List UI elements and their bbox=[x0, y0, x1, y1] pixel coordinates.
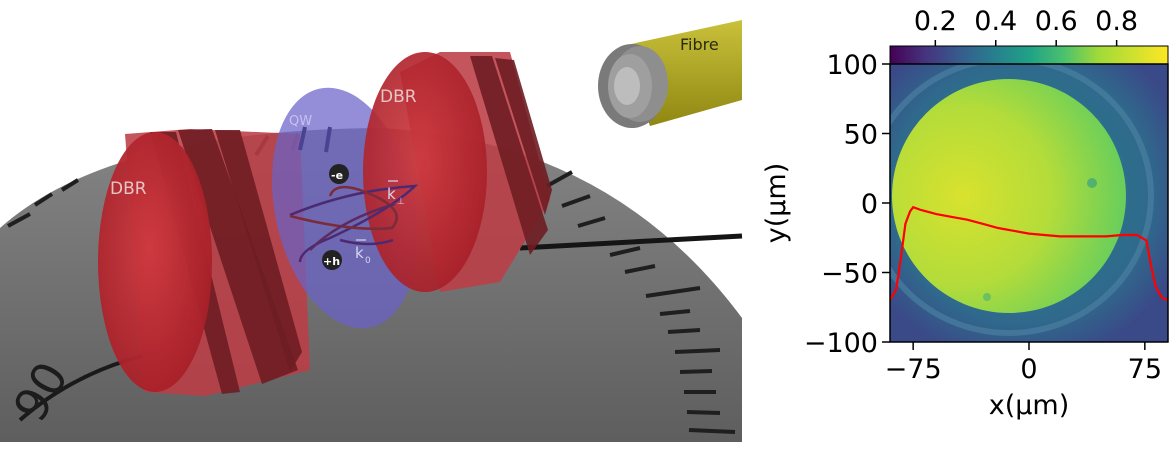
emission-disk bbox=[892, 79, 1126, 313]
hole-marker: +h bbox=[322, 250, 342, 270]
x-axis-ticks: −75 0 75 bbox=[885, 342, 1162, 385]
dbr-mirror-left: DBR bbox=[98, 129, 310, 396]
electron-marker: -e bbox=[329, 164, 349, 184]
qw-label: QW bbox=[289, 114, 312, 129]
electron-label: -e bbox=[331, 169, 343, 182]
colorbar bbox=[889, 45, 1169, 65]
x-tick-label: −75 bbox=[885, 354, 942, 385]
colorbar-tick-label: 0.6 bbox=[1035, 6, 1078, 37]
intensity-profile-line bbox=[890, 205, 1168, 302]
y-tick-label: −50 bbox=[821, 259, 878, 290]
x-axis-label: x(μm) bbox=[989, 390, 1070, 421]
k-perp-symbol: k bbox=[387, 185, 396, 203]
k-perp-subscript: ⊥ bbox=[397, 197, 405, 207]
exciton-orbits bbox=[289, 184, 419, 263]
k-perp-label: k ⊥ bbox=[387, 180, 405, 207]
dbr-mirror-right: DBR bbox=[363, 52, 552, 292]
pl-image bbox=[890, 64, 1168, 342]
y-tick-label: −100 bbox=[804, 328, 878, 359]
k-zero-symbol: k bbox=[355, 244, 364, 262]
colorbar-tick-label: 0.8 bbox=[1095, 6, 1138, 37]
y-tick-label: 0 bbox=[861, 189, 878, 220]
y-tick-label: 50 bbox=[844, 120, 878, 151]
fibre-label: Fibre bbox=[680, 35, 719, 54]
y-axis-label: y(μm) bbox=[761, 163, 792, 244]
colorbar-ticks: 0.2 0.4 0.6 0.8 bbox=[914, 6, 1138, 46]
dial-pointer bbox=[519, 233, 743, 251]
y-axis-ticks: 100 50 0 −50 −100 bbox=[804, 50, 890, 359]
optical-fibre: Fibre bbox=[598, 20, 742, 128]
hole-label: +h bbox=[323, 255, 340, 268]
colorbar-tick-label: 0.4 bbox=[974, 6, 1017, 37]
colorbar-tick-label: 0.2 bbox=[914, 6, 957, 37]
dbr-right-label: DBR bbox=[380, 87, 417, 107]
k-zero-subscript: 0 bbox=[365, 256, 371, 266]
x-tick-label: 0 bbox=[1020, 354, 1037, 385]
dbr-left-label: DBR bbox=[110, 179, 147, 199]
x-tick-label: 75 bbox=[1128, 354, 1162, 385]
microcavity-schematic: 90 DBR QW DBR -e +h k bbox=[0, 20, 743, 442]
k-zero-label: k 0 bbox=[355, 239, 371, 266]
y-tick-label: 100 bbox=[826, 50, 878, 81]
